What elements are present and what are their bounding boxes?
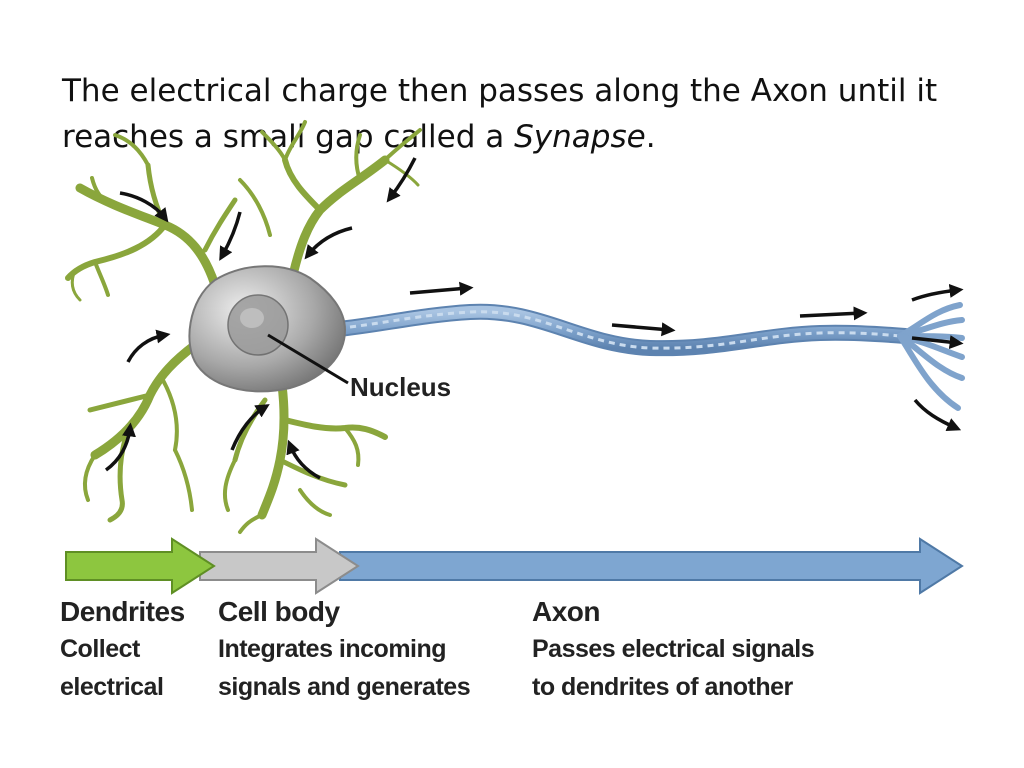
- axon-heading: Axon: [532, 596, 601, 627]
- dendrites-caption: Dendrites Collect electrical: [60, 594, 185, 706]
- legend-arrows: [65, 537, 964, 595]
- dendrites-desc-line2: electrical: [60, 673, 164, 701]
- axon-caption: Axon Passes electrical signals to dendri…: [532, 594, 815, 706]
- crop-mask: [0, 705, 1024, 768]
- axon-desc-line2: to dendrites of another: [532, 673, 793, 701]
- cell-body-caption: Cell body Integrates incoming signals an…: [218, 594, 471, 706]
- nucleus-pointer: [267, 333, 349, 385]
- cell-body-desc-line2: signals and generates: [218, 673, 471, 701]
- axon-arrow: [339, 537, 964, 595]
- cell-body: [188, 265, 349, 393]
- axon-desc-line1: Passes electrical signals: [532, 635, 815, 663]
- dendrites-heading: Dendrites: [60, 596, 185, 627]
- nucleus-label: Nucleus: [350, 372, 451, 402]
- dendrites-arrow: [65, 537, 216, 595]
- signal-arrows: [104, 157, 964, 480]
- cell-body-desc-line1: Integrates incoming: [218, 635, 447, 663]
- dendrites: [65, 120, 422, 534]
- dendrites-desc-line1: Collect: [60, 635, 140, 663]
- cell-body-arrow: [199, 537, 360, 595]
- cell-body-heading: Cell body: [218, 596, 340, 627]
- slide-title: The electrical charge then passes along …: [62, 73, 938, 155]
- axon-terminals: [897, 302, 965, 411]
- synapse-term: Synapse: [514, 119, 646, 155]
